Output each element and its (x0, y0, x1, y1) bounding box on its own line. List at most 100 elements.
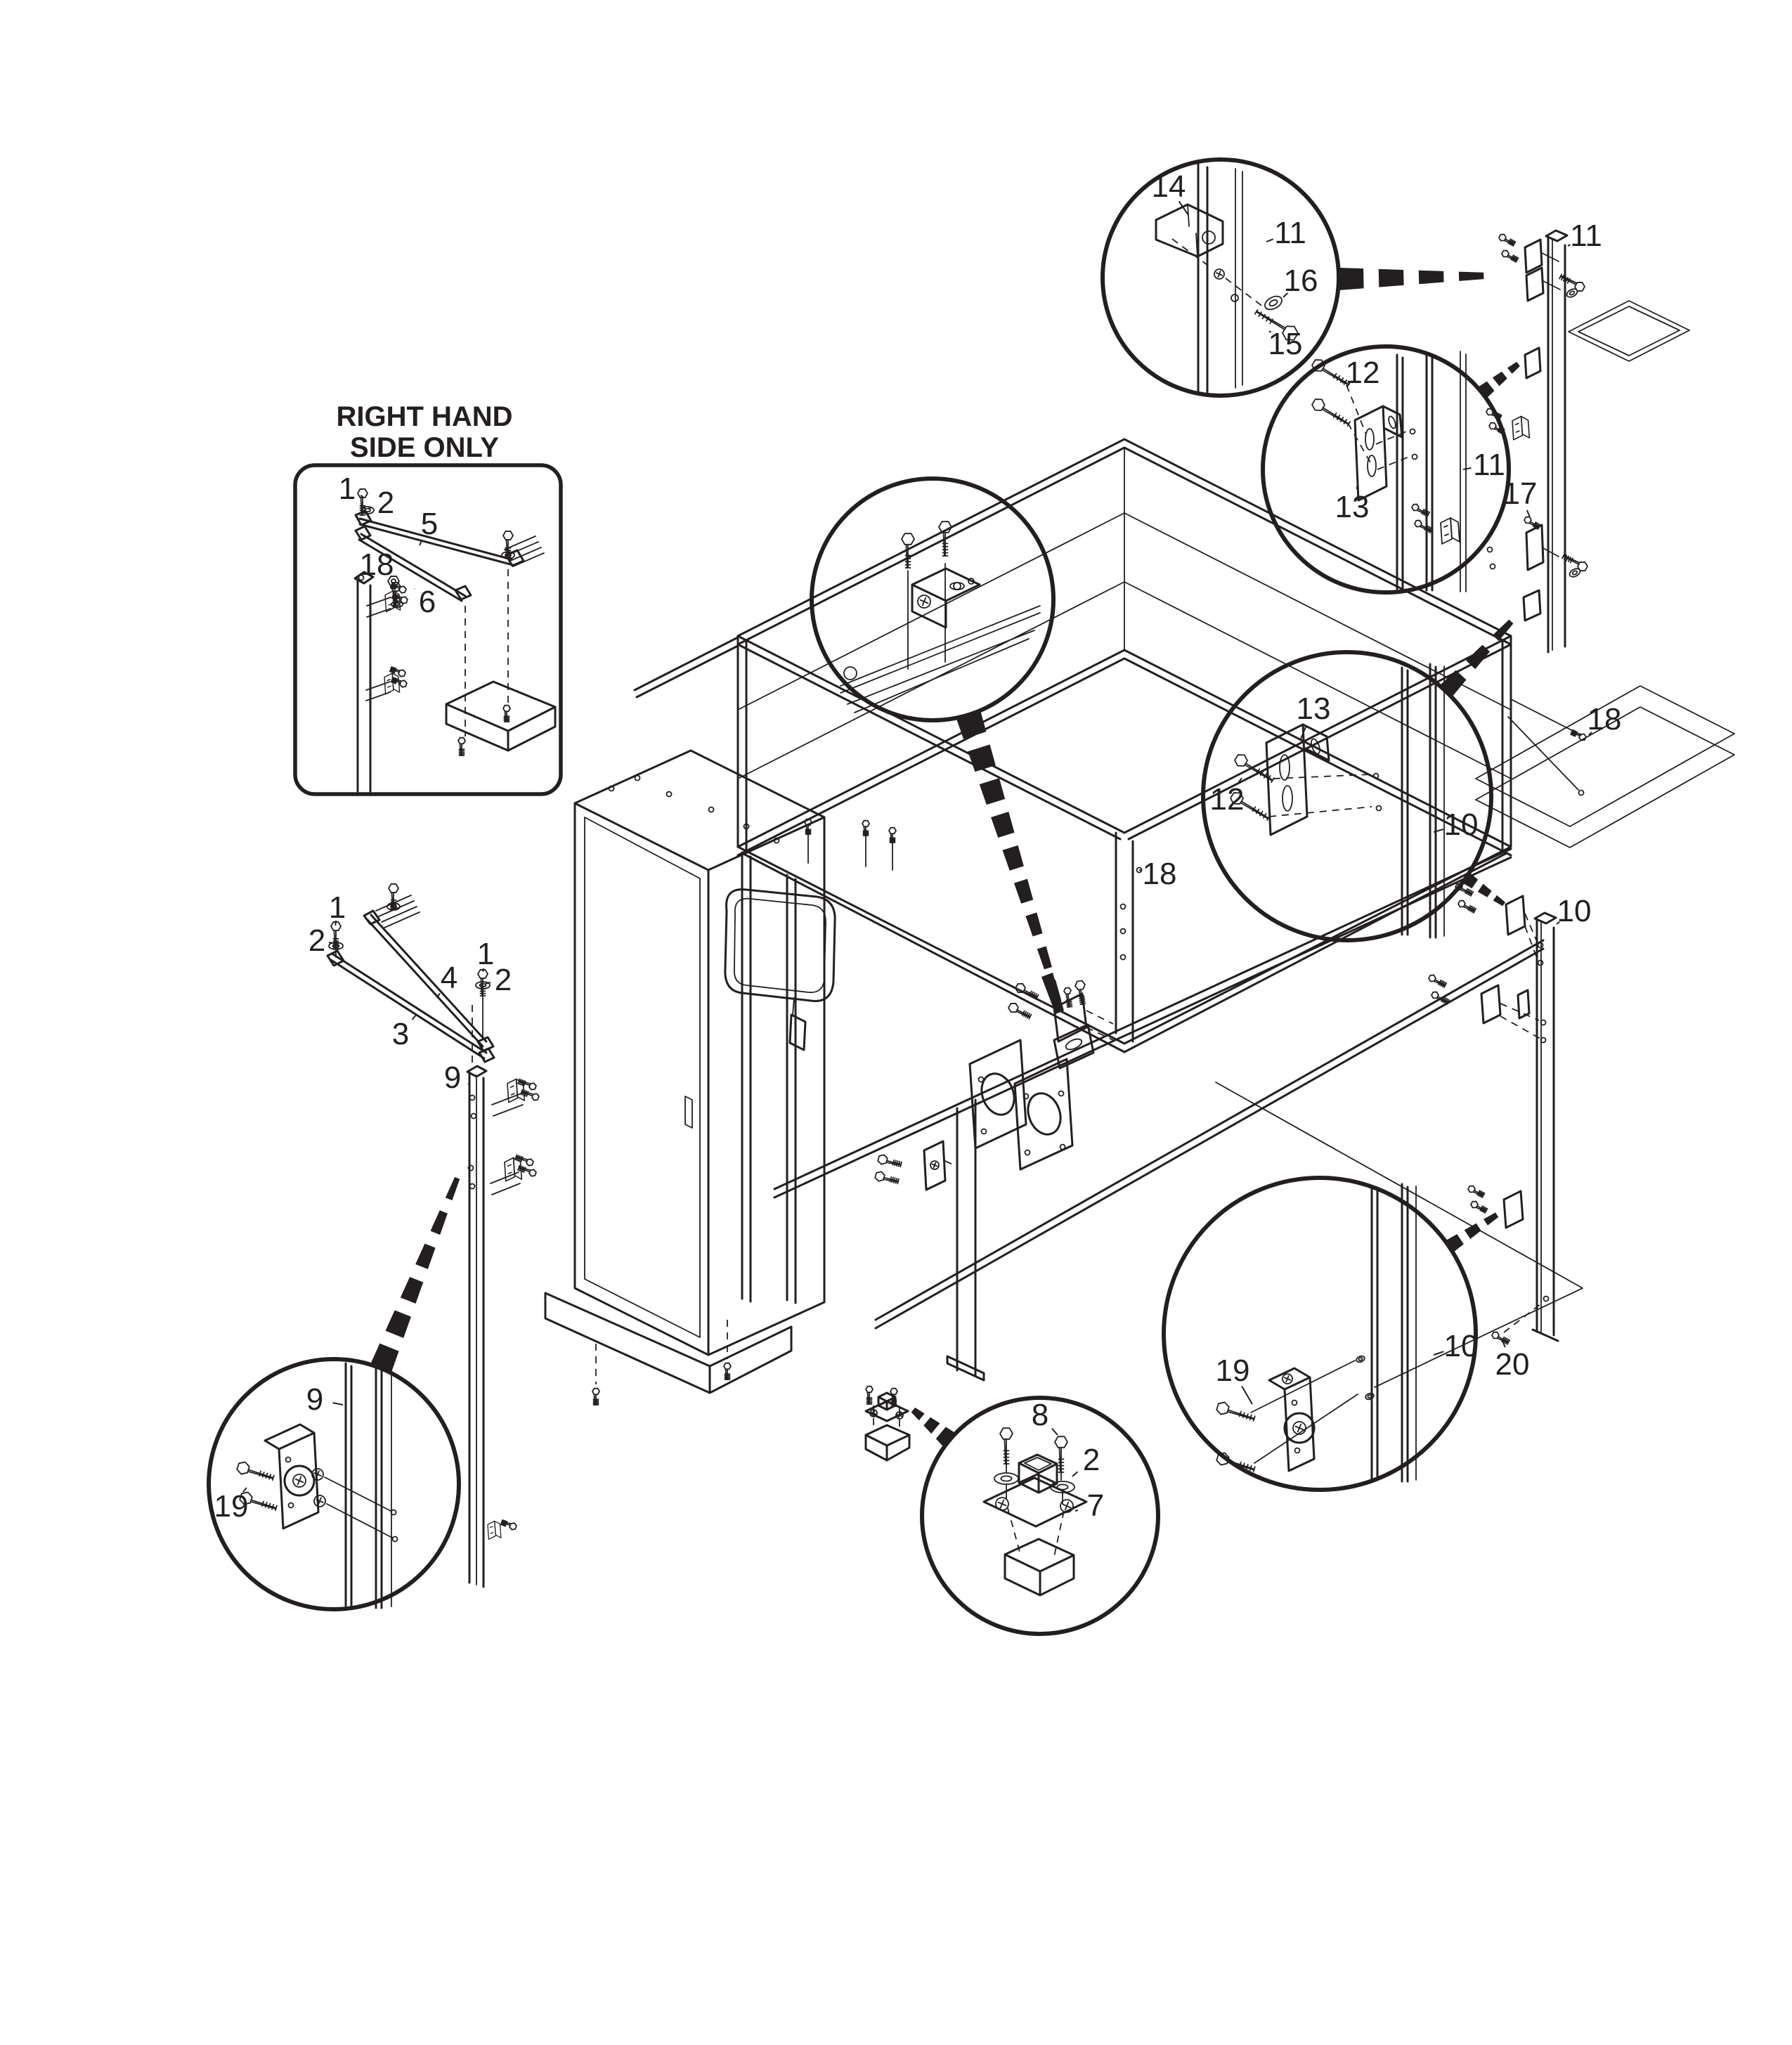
callout-label-20: 20 (1495, 1347, 1530, 1382)
callout-label-18: 18 (1143, 857, 1177, 891)
bolt-glyph (1063, 987, 1073, 1008)
washer-glyph (475, 981, 491, 989)
screw-head-glyph (1060, 1499, 1074, 1513)
hole-dot (1294, 1447, 1301, 1454)
floor-rail (874, 939, 1545, 1330)
bolt-glyph (389, 666, 406, 677)
callout-leader (1588, 732, 1592, 736)
screw-head-glyph (869, 1409, 878, 1417)
callout-label-12: 12 (1210, 782, 1245, 817)
strap-end-hatch (504, 535, 545, 567)
screw-head-glyph (292, 1474, 306, 1488)
inset-bracket-leaders (365, 597, 391, 701)
bolt-glyph (1561, 553, 1588, 572)
hole-dot (1375, 805, 1382, 812)
hole-dot (953, 582, 961, 590)
door-handle (684, 1096, 693, 1129)
washer-glyph (1566, 288, 1578, 298)
z-bracket-glyph (384, 673, 401, 695)
washer-glyph (1356, 1355, 1365, 1363)
magnifier-arrow-dash (1013, 878, 1034, 904)
screw-head-glyph (995, 1497, 1009, 1511)
leg-foot (946, 1355, 985, 1382)
callout-leader (1342, 380, 1347, 384)
magnifier-arrow-dash (1037, 946, 1052, 970)
bolt-glyph (1074, 980, 1086, 1006)
callout-label-1: 1 (329, 890, 346, 925)
detail-d-content (1265, 663, 1445, 939)
washer-glyph (501, 551, 515, 559)
hole-dot (968, 578, 975, 585)
detail-bracket-13-upper (1261, 344, 1511, 595)
hole-dot (708, 806, 715, 813)
magnifier-arrow-dash (415, 1243, 436, 1270)
callout-label-19: 19 (1216, 1353, 1250, 1388)
bolt-glyph (1455, 883, 1474, 897)
callout-leader (1462, 467, 1472, 470)
detail-corner-bracket (810, 476, 1056, 722)
hole-dot (470, 1112, 477, 1119)
hole-dot (1136, 866, 1143, 874)
callout-leader (1356, 484, 1358, 490)
callout-label-2: 2 (377, 486, 394, 520)
z-bracket-glyph (1440, 517, 1460, 545)
bolt-glyph (1491, 1331, 1511, 1345)
callout-label-18: 18 (1588, 702, 1622, 736)
bracket-13-upper (1353, 405, 1388, 502)
washer-glyph (1569, 568, 1581, 578)
detail-c-content (840, 563, 1041, 713)
bolt-glyph (938, 521, 952, 557)
magnifier-arrow-dash (1466, 644, 1490, 670)
hole-dot (743, 823, 750, 830)
hole-dot (1202, 231, 1216, 245)
washer-glyph (994, 1472, 1019, 1485)
callout-leader (485, 982, 491, 985)
washer-glyph (361, 506, 375, 514)
post-10-base (1531, 1328, 1559, 1342)
magnifier-arrow-dash (1048, 980, 1062, 1003)
frame-wall-rails (737, 512, 1512, 779)
callout-leader (1268, 330, 1272, 333)
callout-label-1: 1 (477, 937, 494, 971)
magnifier-arrow-dash (400, 1276, 424, 1304)
hole-dot (1119, 928, 1127, 935)
magnifier-arrows (370, 268, 1520, 1448)
inset-title-line2: SIDE ONLY (350, 432, 499, 463)
hole-dot (390, 1509, 397, 1516)
bracket-19-left (278, 1432, 320, 1530)
hole-dot (1489, 563, 1496, 570)
magnifier-arrow-dash (979, 778, 1006, 805)
callout-label-11: 11 (1570, 219, 1602, 253)
hole-dot (1372, 772, 1379, 779)
magnifier-arrow-dash (1458, 271, 1484, 281)
frame-stub-rail (633, 636, 739, 699)
callout-label-19: 19 (214, 1489, 249, 1524)
mast-rails (741, 851, 797, 1304)
bolt-glyph (1524, 516, 1541, 530)
callout-leader (368, 507, 372, 509)
callout-leader (1299, 725, 1307, 741)
callout-leader (1074, 1509, 1079, 1512)
tower-base (544, 1292, 793, 1394)
bolt-glyph (330, 921, 342, 949)
washer-glyph (1365, 1392, 1375, 1401)
callout-label-2: 2 (309, 923, 325, 958)
z-bracket-glyph (507, 1078, 526, 1103)
bolt-glyph (1457, 900, 1477, 914)
z-bracket-glyph (487, 1520, 502, 1540)
bolt-glyph (502, 531, 514, 558)
callout-label-2: 2 (1083, 1443, 1100, 1477)
bolt-glyph (888, 826, 897, 843)
pendant-control (788, 1013, 807, 1051)
bolt-glyph (239, 1491, 278, 1512)
hole-dot (467, 1164, 474, 1171)
magnifier-arrow-dash (968, 744, 996, 772)
detail-a-content (1155, 162, 1283, 394)
bracket-14 (1155, 203, 1224, 258)
bolt-glyph (1559, 273, 1585, 292)
screw-head-glyph (1214, 268, 1225, 280)
bolt-glyph (1488, 422, 1505, 434)
callout-label-10: 10 (1557, 894, 1592, 928)
post-10 (1480, 895, 1559, 1342)
hole-dot (1024, 1149, 1031, 1156)
